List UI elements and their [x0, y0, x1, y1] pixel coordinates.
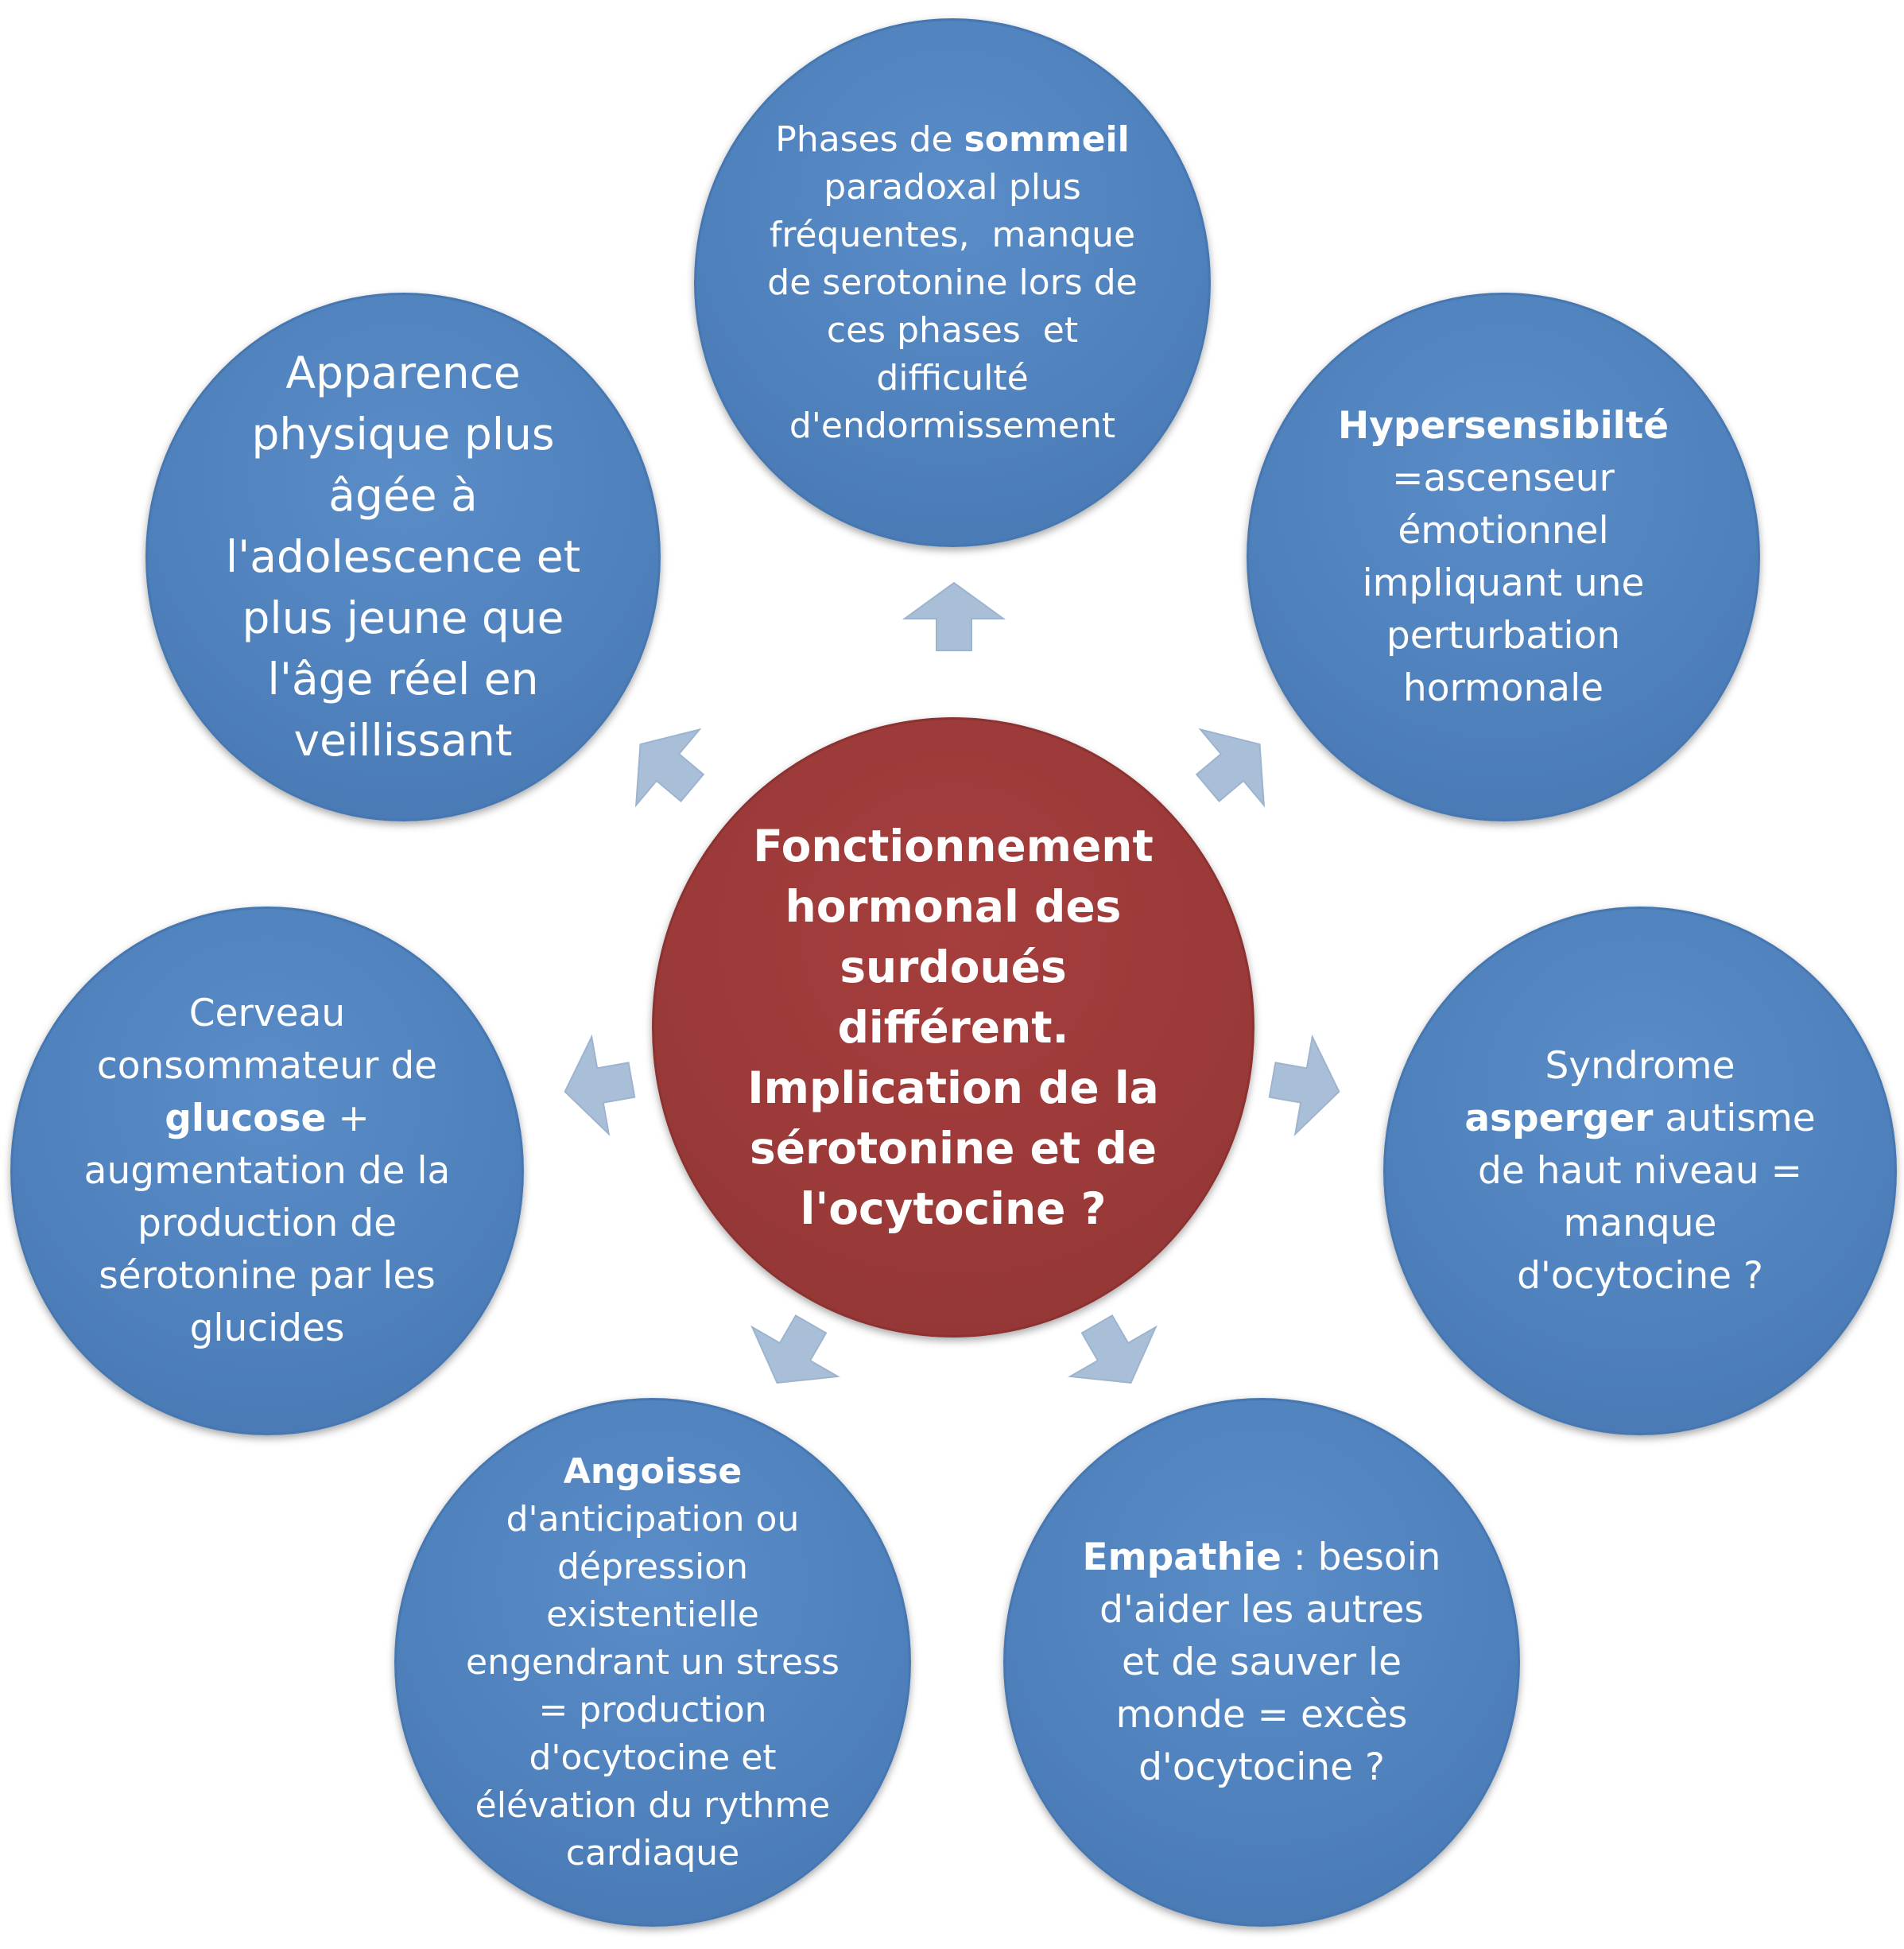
node-hypersensitivity: Hypersensibilté =ascenseur émotionnel im… — [1247, 293, 1760, 821]
node-line: fréquentes, manque — [769, 214, 1136, 255]
node-text: : besoin — [1281, 1535, 1441, 1579]
node-line: Cerveau — [188, 991, 346, 1035]
arrow-to-asperger-icon — [1262, 1030, 1349, 1141]
node-keyword: asperger — [1464, 1096, 1654, 1140]
node-appearance: Apparence physique plus âgée à l'adolesc… — [145, 293, 661, 821]
arrow-to-sleep-icon — [904, 582, 1004, 651]
node-line: émotionnel — [1398, 508, 1609, 553]
node-text: Phases de — [775, 118, 964, 160]
node-line: d'ocytocine et — [529, 1737, 777, 1778]
arrow-to-glucose-icon — [555, 1030, 642, 1141]
node-line: l'adolescence et — [225, 531, 581, 582]
node-line: monde = excès — [1115, 1692, 1408, 1737]
node-angoisse: Angoisse d'anticipation ou dépression ex… — [394, 1398, 911, 1927]
node-line: difficulté — [876, 357, 1029, 398]
node-text: autisme — [1653, 1096, 1816, 1140]
node-line: production de — [137, 1201, 397, 1245]
node-line: manque — [1563, 1201, 1717, 1245]
node-line: Syndrome — [1545, 1043, 1735, 1088]
node-line: de haut niveau = — [1478, 1148, 1802, 1193]
node-line: Apparence — [285, 347, 521, 398]
node-line: sérotonine par les — [99, 1253, 436, 1298]
node-line: d'endormissement — [789, 405, 1116, 446]
node-keyword: Empathie — [1082, 1535, 1282, 1579]
node-line: impliquant une — [1362, 561, 1645, 605]
node-line: et de sauver le — [1121, 1640, 1402, 1684]
node-keyword: Angoisse — [563, 1450, 743, 1492]
node-line: âgée à — [328, 470, 478, 521]
node-line: existentielle — [546, 1594, 759, 1635]
node-line: hormonale — [1402, 666, 1604, 710]
center-node: Fonctionnement hormonal des surdoués dif… — [652, 717, 1254, 1338]
arrow-to-appearance-icon — [607, 705, 725, 827]
center-line: Fonctionnement — [753, 821, 1154, 872]
node-line: l'âge réel en — [267, 654, 539, 705]
node-line: Empathie : besoin — [1083, 1532, 1441, 1584]
node-line: engendrant un stress — [466, 1641, 840, 1683]
node-line: cardiaque — [565, 1832, 740, 1873]
node-line: consommateur de — [96, 1043, 438, 1088]
node-asperger: Syndrome asperger autisme de haut niveau… — [1383, 907, 1897, 1435]
node-line: paradoxal plus — [824, 166, 1081, 208]
node-sleep: Phases de sommeil paradoxal plus fréquen… — [694, 18, 1211, 547]
node-line: d'ocytocine ? — [1138, 1745, 1385, 1789]
node-line: Phases de sommeil — [775, 116, 1129, 164]
center-line: différent. — [837, 1002, 1069, 1053]
node-line: plus jeune que — [242, 592, 564, 643]
node-line: dépression — [556, 1546, 748, 1587]
node-keyword: Hypersensibilté — [1337, 403, 1669, 448]
node-line: augmentation de la — [83, 1148, 451, 1193]
node-line: physique plus — [251, 409, 555, 460]
node-line: glucides — [189, 1306, 345, 1350]
node-line: élévation du rythme — [475, 1784, 831, 1826]
arrow-to-hyper-icon — [1175, 705, 1293, 827]
node-text: + — [326, 1096, 370, 1140]
center-line: sérotonine et de — [749, 1123, 1158, 1174]
arrow-to-angoisse-icon — [733, 1299, 855, 1408]
node-keyword: glucose — [165, 1096, 327, 1140]
node-line: d'aider les autres — [1099, 1587, 1424, 1632]
node-empathie: Empathie : besoin d'aider les autres et … — [1003, 1398, 1520, 1927]
arrow-to-empathie-icon — [1053, 1299, 1175, 1408]
node-line: = production — [538, 1689, 767, 1730]
center-line: Implication de la — [747, 1062, 1159, 1113]
node-line: glucose + — [165, 1093, 370, 1145]
node-line: ces phases et — [826, 309, 1079, 351]
node-line: d'anticipation ou — [506, 1498, 800, 1539]
node-line: de serotonine lors de — [767, 262, 1138, 303]
node-line: perturbation — [1386, 613, 1621, 658]
node-line: asperger autisme — [1464, 1093, 1815, 1145]
node-line: veillissant — [293, 715, 513, 766]
node-glucose: Cerveau consommateur de glucose + augmen… — [10, 907, 524, 1435]
center-line: hormonal des — [785, 881, 1122, 932]
node-line: d'ocytocine ? — [1517, 1253, 1763, 1298]
node-keyword: sommeil — [964, 118, 1130, 160]
center-line: l'ocytocine ? — [800, 1183, 1107, 1234]
node-line: =ascenseur — [1392, 456, 1615, 500]
center-line: surdoués — [840, 941, 1067, 992]
